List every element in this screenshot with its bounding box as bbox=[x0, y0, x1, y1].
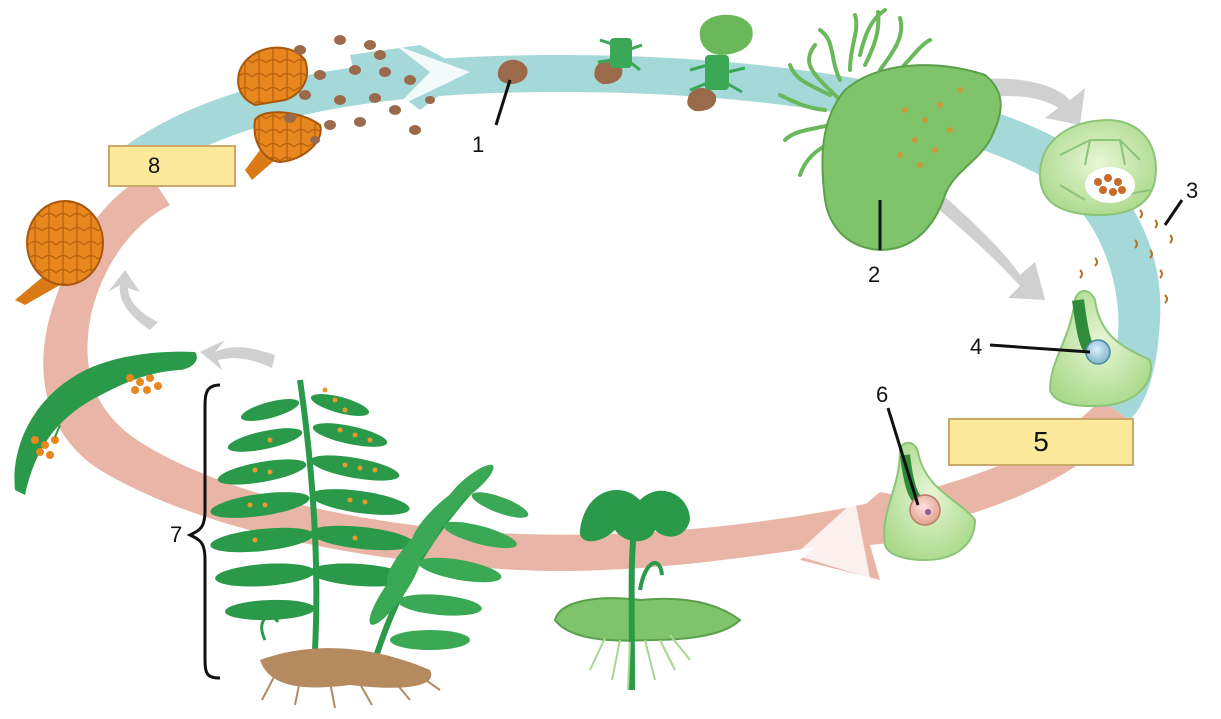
answer-box-8-label: 8 bbox=[148, 153, 160, 179]
label-6: 6 bbox=[876, 382, 888, 408]
rhizome bbox=[260, 648, 431, 688]
label-2: 2 bbox=[868, 262, 880, 288]
young-sporophyte bbox=[555, 490, 740, 690]
arrow-frond-to-pinna bbox=[200, 340, 275, 370]
label-7: 7 bbox=[170, 522, 182, 548]
antheridium bbox=[1040, 120, 1156, 215]
label-4: 4 bbox=[970, 334, 982, 360]
gametophyte bbox=[780, 10, 1001, 250]
label-3: 3 bbox=[1186, 178, 1198, 204]
mature-sporophyte bbox=[209, 380, 531, 708]
fiddlehead bbox=[262, 617, 278, 640]
bracket-7 bbox=[190, 385, 220, 678]
label-1: 1 bbox=[472, 132, 484, 158]
answer-box-8: 8 bbox=[108, 145, 236, 187]
answer-box-5: 5 bbox=[948, 418, 1134, 466]
arrow-pinna-to-sporangium bbox=[108, 270, 158, 330]
leader-3 bbox=[1165, 200, 1182, 225]
answer-box-5-label: 5 bbox=[1033, 426, 1049, 458]
